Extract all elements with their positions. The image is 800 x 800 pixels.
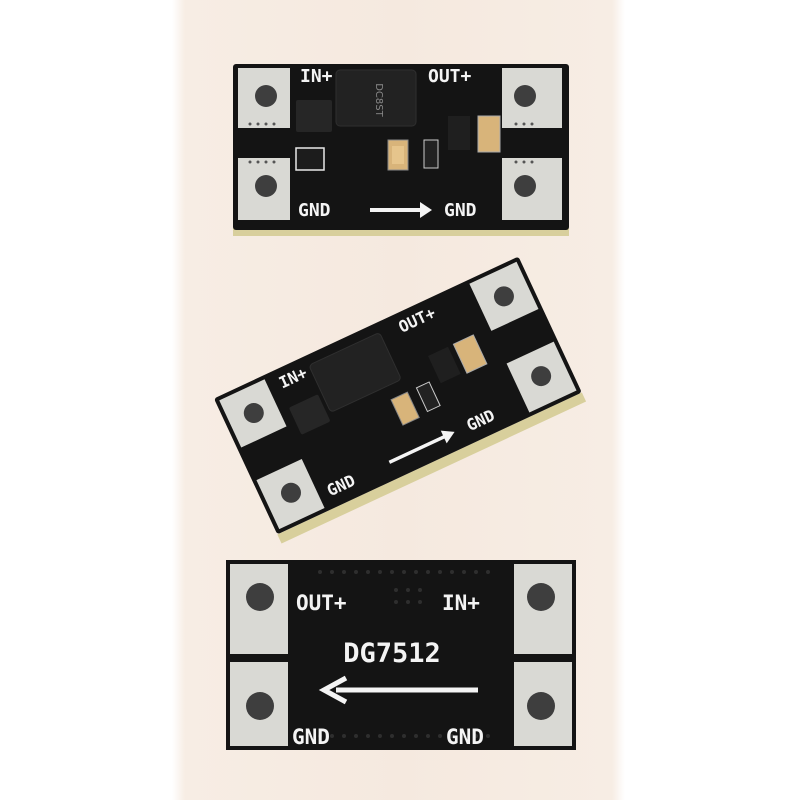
capacitor-body <box>392 146 404 164</box>
mounting-hole <box>280 482 301 503</box>
out-plus-label: OUT+ <box>428 66 472 87</box>
pcb-angled-view: IN+ OUT+ GND GND <box>214 257 587 544</box>
mounting-hole <box>255 175 277 197</box>
direction-arrow-head <box>440 430 455 444</box>
board-edge <box>277 392 587 544</box>
diode <box>289 394 330 435</box>
mounting-hole <box>246 583 274 611</box>
mounting-hole <box>527 692 555 720</box>
chip-marking: DC8ST <box>373 83 384 117</box>
capacitor <box>390 391 420 426</box>
direction-arrow-head <box>420 202 432 218</box>
pcb-top-view: DC8ST IN+ OUT+ GND GND <box>233 64 569 236</box>
mosfet <box>428 346 461 384</box>
pcb-bottom-view: OUT+ IN+ DG7512 GND GND <box>226 560 576 750</box>
mounting-hole <box>255 85 277 107</box>
mounting-hole <box>531 366 552 387</box>
mounting-hole <box>246 692 274 720</box>
resistor <box>423 139 439 169</box>
gnd-right-label: GND <box>444 200 477 221</box>
resistor <box>415 381 441 413</box>
diode <box>296 100 332 132</box>
main-ic <box>335 69 417 127</box>
mosfet <box>448 116 470 150</box>
direction-arrow-head <box>318 675 348 705</box>
in-plus-label: IN+ <box>442 591 480 615</box>
gnd-left-label: GND <box>292 725 330 749</box>
in-plus-label: IN+ <box>300 66 333 87</box>
vias <box>248 122 534 164</box>
main-ic <box>309 333 401 412</box>
direction-arrow-line <box>388 433 449 464</box>
mounting-hole <box>514 85 536 107</box>
gnd-left-label: GND <box>298 200 331 221</box>
model-label: DG7512 <box>343 638 441 669</box>
output-capacitor <box>477 115 501 153</box>
output-capacitor <box>452 334 488 374</box>
transistor <box>295 147 325 171</box>
mounting-hole <box>527 583 555 611</box>
board-edge <box>233 228 569 236</box>
gnd-right-label: GND <box>446 725 484 749</box>
mounting-hole <box>243 403 264 424</box>
mounting-hole <box>493 286 514 307</box>
via-grid <box>318 570 490 738</box>
mounting-hole <box>514 175 536 197</box>
out-plus-label: OUT+ <box>296 591 347 615</box>
